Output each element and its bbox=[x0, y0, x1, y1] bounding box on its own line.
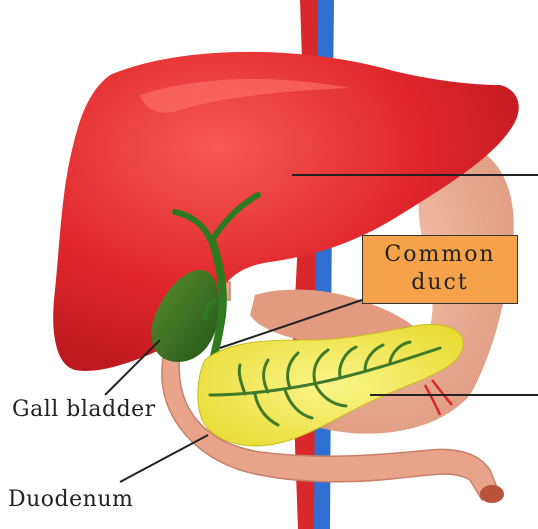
duodenum-label: Duodenum bbox=[8, 487, 133, 512]
gall-bladder-label: Gall bladder bbox=[12, 397, 156, 422]
common-duct-callout: Common duct bbox=[362, 235, 518, 304]
common-duct-label-line2: duct bbox=[363, 269, 517, 297]
common-duct-label-line1: Common bbox=[363, 241, 517, 269]
